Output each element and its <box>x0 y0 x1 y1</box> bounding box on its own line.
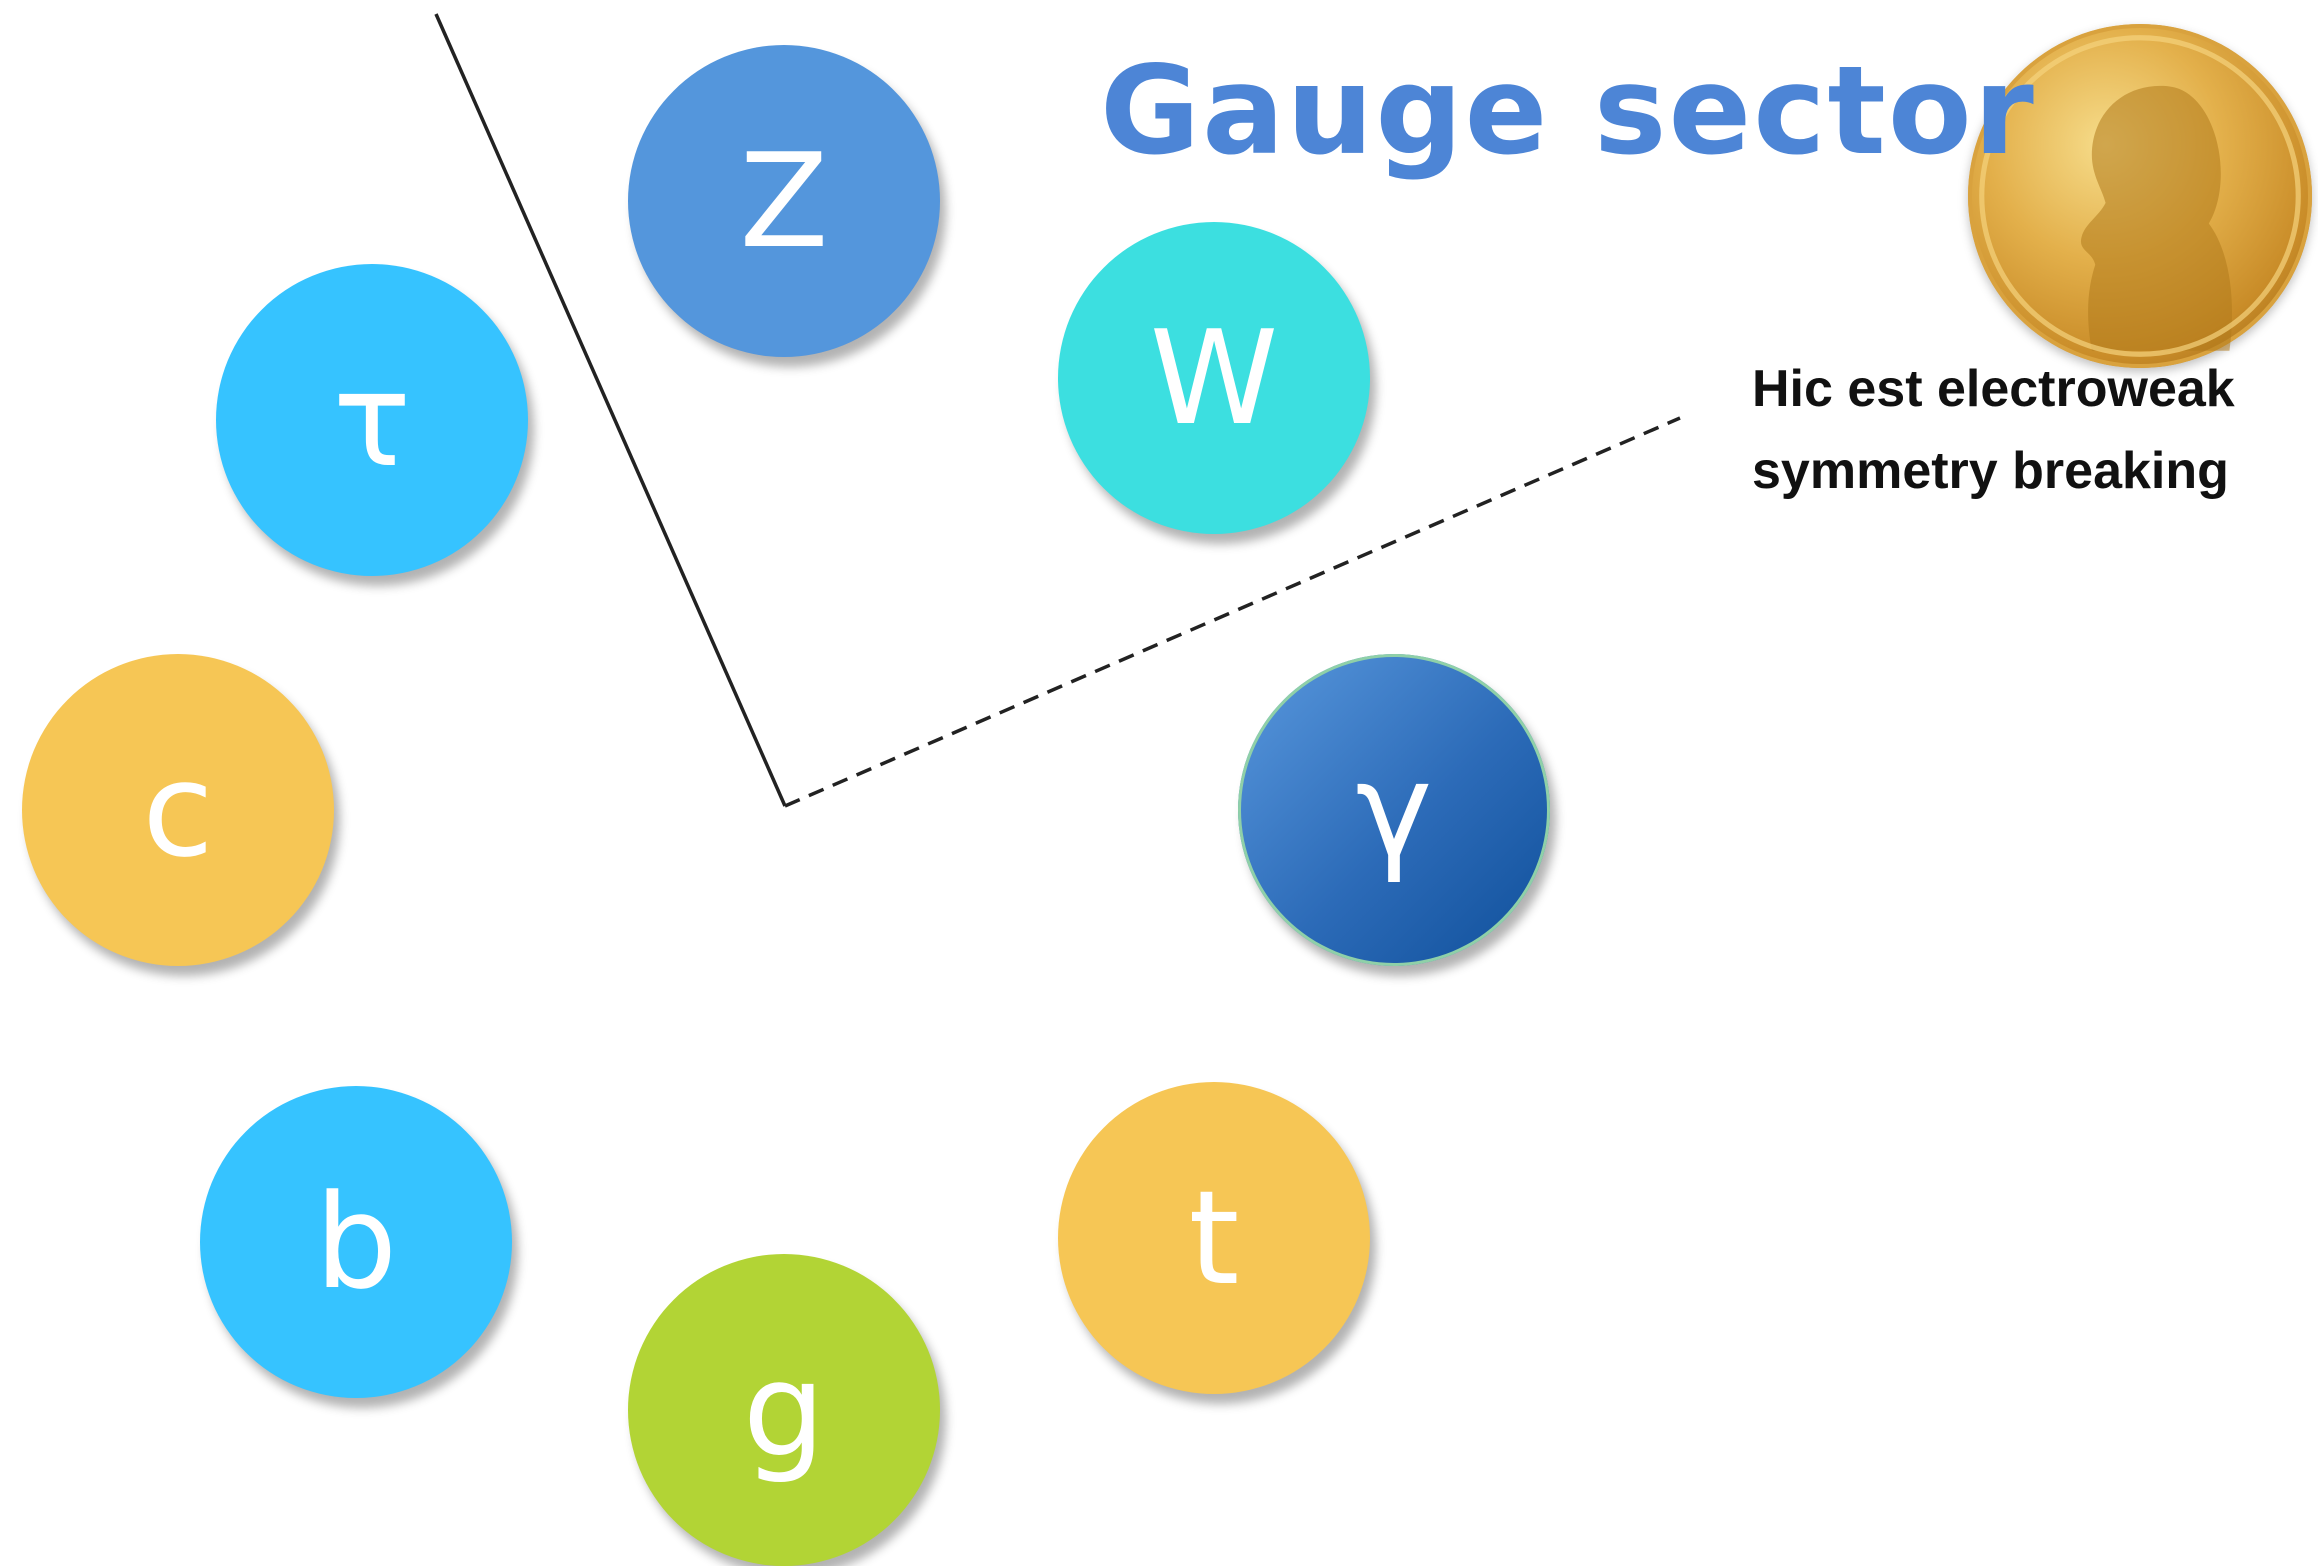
particle-label: W <box>1149 302 1279 454</box>
particle-g: g <box>628 1254 940 1566</box>
particle-label: τ <box>332 344 412 496</box>
gauge-sector-title: Gauge sector <box>1100 40 2036 182</box>
particle-z: Z <box>628 45 940 357</box>
particle-label: g <box>742 1334 826 1486</box>
particle-label: c <box>142 734 214 886</box>
dashed-divider-line <box>784 416 1681 808</box>
particle-label: Z <box>739 125 829 277</box>
particle-c: c <box>22 654 334 966</box>
caption-line-1: Hic est electroweak <box>1752 360 2235 418</box>
particle-tau: τ <box>216 264 528 576</box>
nobel-medal-icon <box>1968 24 2312 368</box>
caption-line-2: symmetry breaking <box>1752 442 2229 500</box>
particle-b: b <box>200 1086 512 1398</box>
ewsb-caption: Hic est electroweak symmetry breaking <box>1752 348 2235 512</box>
particle-label: b <box>314 1166 398 1318</box>
solid-divider-line <box>434 13 787 807</box>
particle-w: W <box>1058 222 1370 534</box>
particle-label: γ <box>1355 734 1433 886</box>
particle-gamma: γ <box>1238 654 1550 966</box>
particle-t: t <box>1058 1082 1370 1394</box>
particle-label: t <box>1188 1162 1240 1314</box>
